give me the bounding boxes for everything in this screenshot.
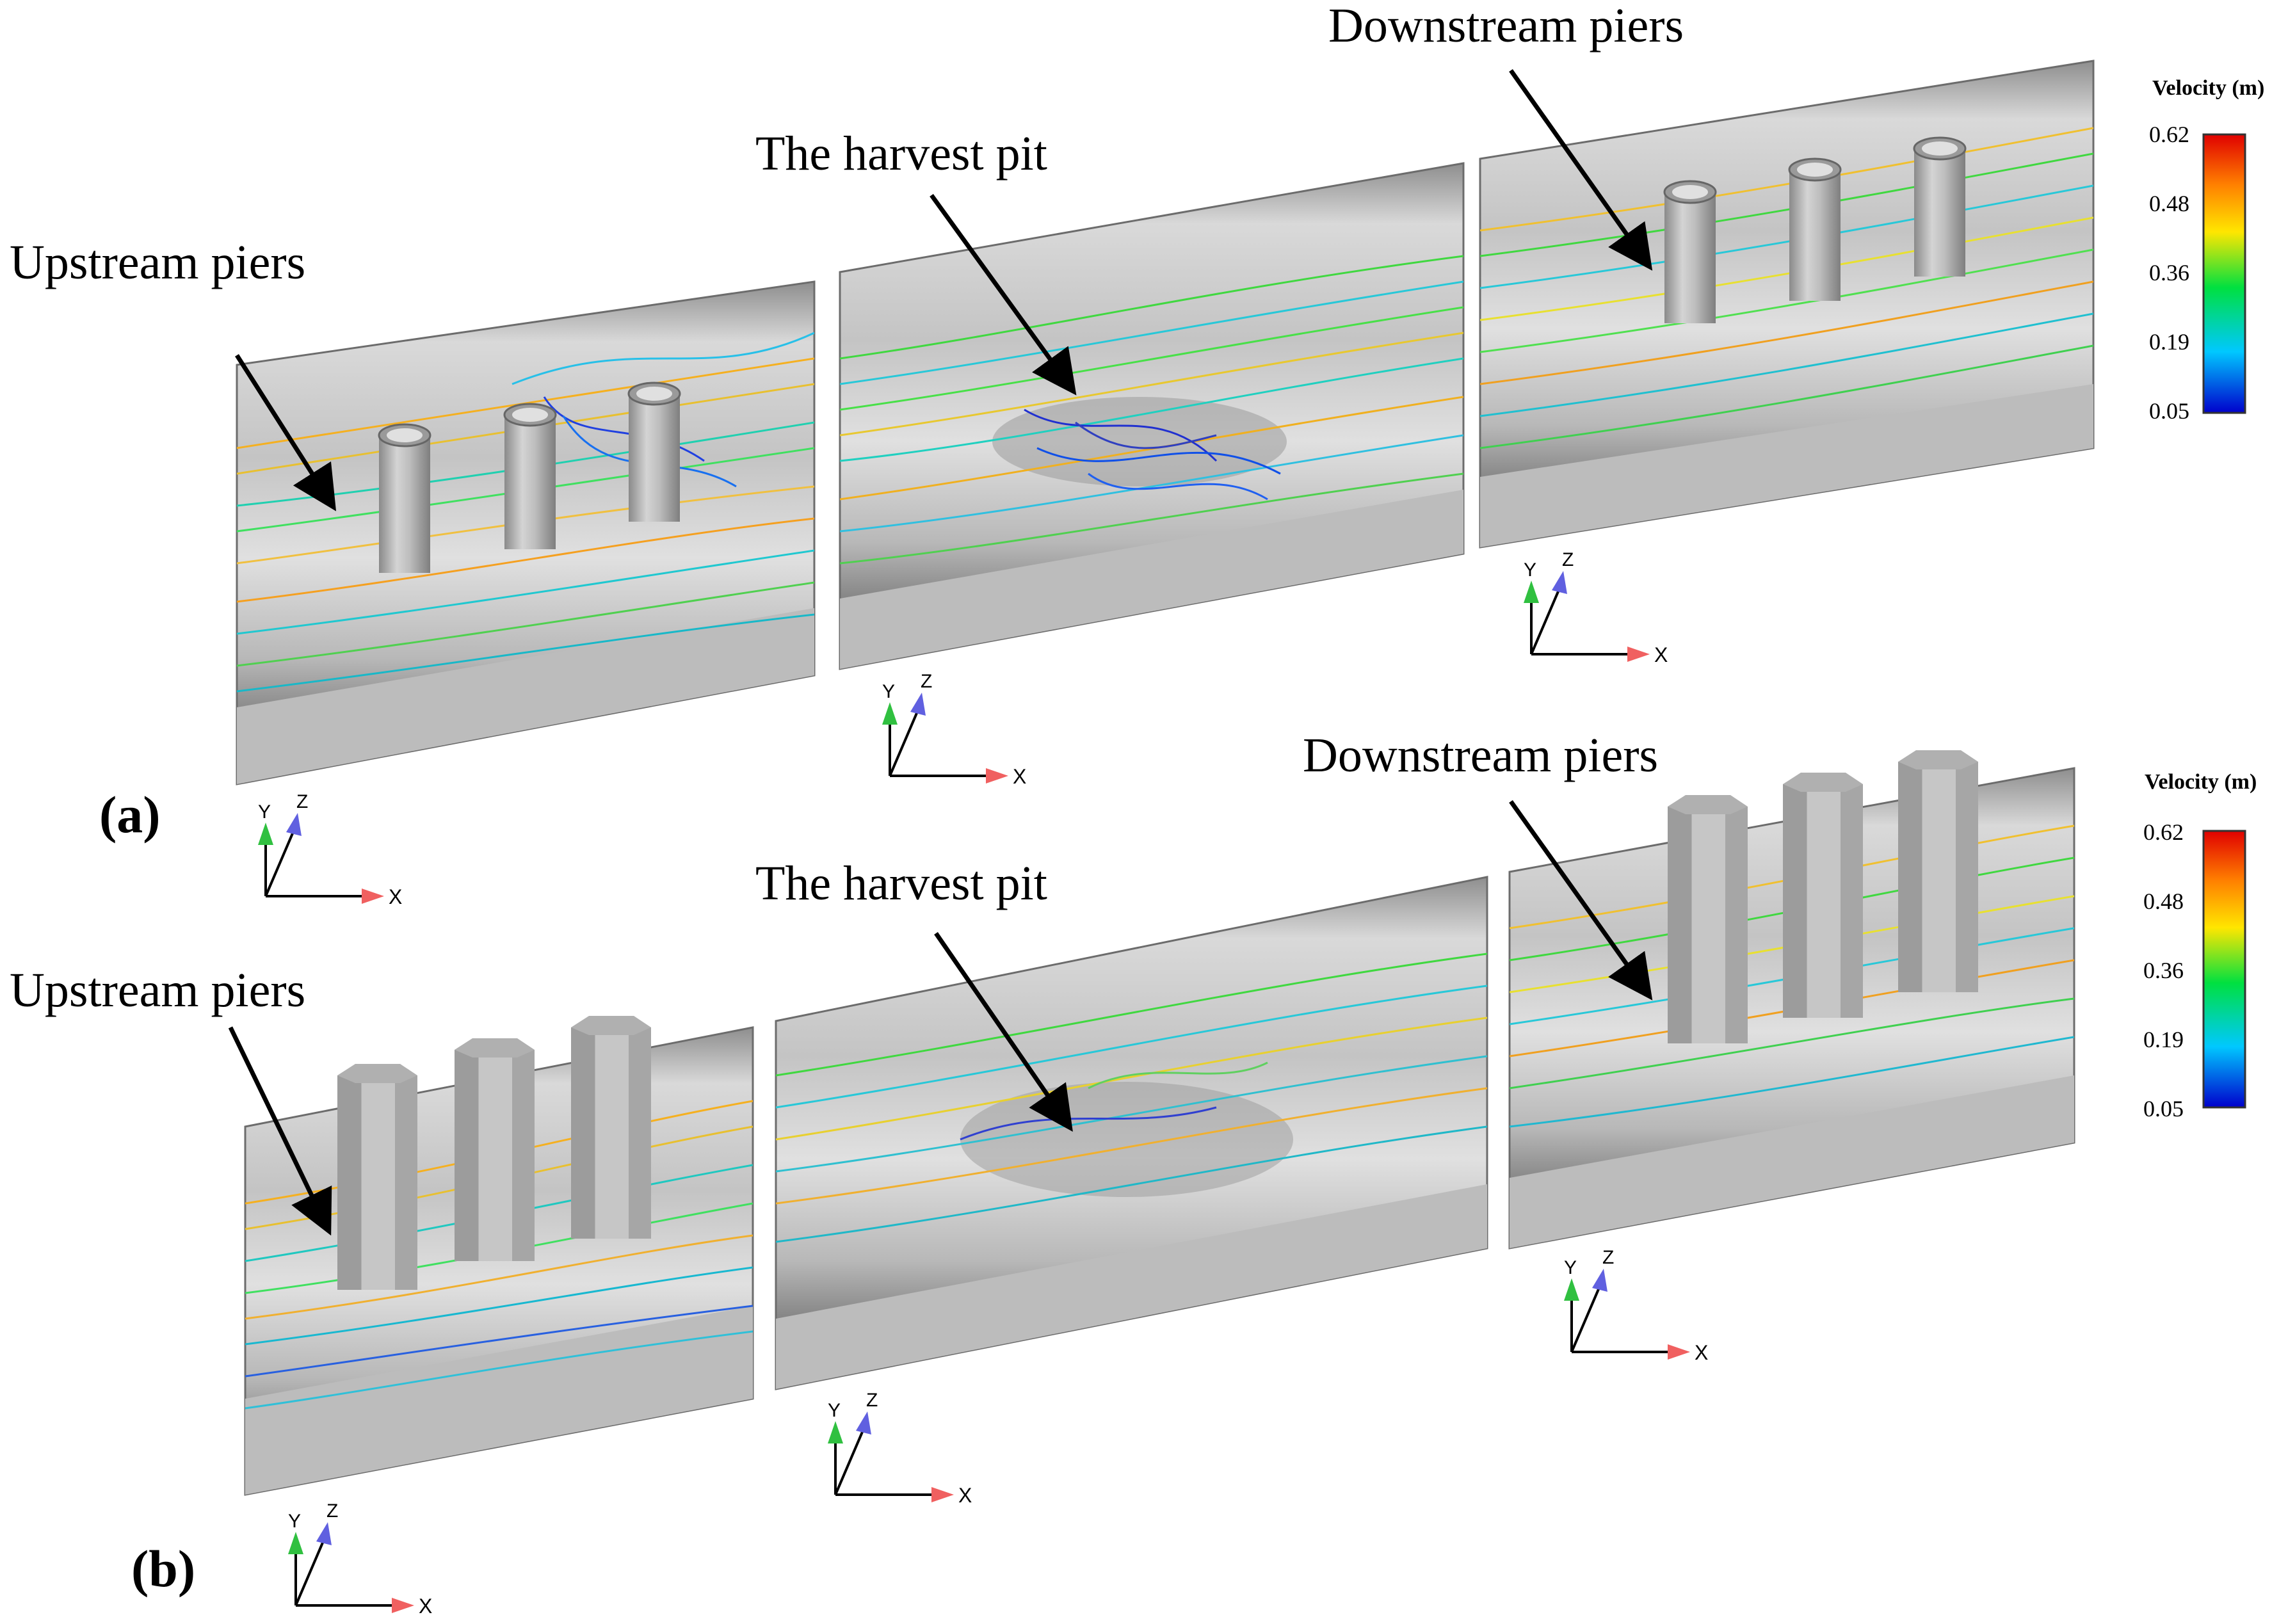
pier-top <box>1898 750 1978 769</box>
panel-a: Upstream piers The harvest pit Downstrea… <box>10 0 2264 908</box>
label-harvest-pit: The harvest pit <box>755 856 1047 910</box>
streamlines <box>776 953 1487 1243</box>
axis-label-x: X <box>389 885 402 908</box>
axis-label-x: X <box>1654 643 1668 666</box>
channel-side-wall <box>1480 384 2093 547</box>
axis-triad: X Y Z <box>258 791 402 908</box>
pier <box>455 1050 535 1261</box>
axis-triad: X Y Z <box>828 1390 972 1507</box>
arrow-upstream <box>235 354 337 511</box>
axis-triad: X Y Z <box>882 671 1026 788</box>
z-axis-arrow <box>286 813 302 836</box>
arrow-downstream <box>1509 800 1653 1001</box>
pier <box>571 1027 651 1239</box>
panel-b-downstream-segment <box>1508 750 2075 1250</box>
pier <box>1783 784 1863 1018</box>
legend-tick: 0.48 <box>2143 888 2184 914</box>
axis-label-x: X <box>1695 1341 1708 1364</box>
legend-tick: 0.62 <box>2143 819 2184 845</box>
axis-label-y: Y <box>288 1511 301 1532</box>
panel-a-upstream-segment <box>236 280 816 785</box>
axis-label-x: X <box>958 1484 972 1507</box>
axis-label-y: Y <box>828 1400 841 1421</box>
axis-label-z: Z <box>1562 549 1574 570</box>
pier <box>1914 149 1965 277</box>
axis-triad: X Y Z <box>1564 1247 1708 1364</box>
pier-top <box>571 1016 651 1035</box>
arrow-harvest-pit <box>934 932 1073 1132</box>
arrow-harvest-pit <box>930 193 1077 396</box>
pier-top <box>455 1038 535 1057</box>
streamlines <box>840 255 1463 565</box>
axis-label-y: Y <box>258 801 271 823</box>
panel-letter-b: (b) <box>131 1540 195 1598</box>
pier <box>379 435 430 573</box>
panel-b-upstream-segment <box>244 1016 754 1496</box>
pier <box>629 394 680 522</box>
legend-tick: 0.19 <box>2149 329 2189 355</box>
axis-label-z: Z <box>921 671 932 692</box>
pier-top <box>1668 795 1748 814</box>
legend-title: Velocity (m) <box>2145 770 2257 794</box>
axis-label-z: Z <box>326 1500 338 1522</box>
label-upstream-piers: Upstream piers <box>10 236 305 289</box>
channel-side-wall <box>237 608 814 784</box>
legend-colorbar <box>2202 830 2246 1109</box>
legend-tick: 0.05 <box>2143 1096 2184 1122</box>
legend-title: Velocity (m) <box>2152 76 2264 100</box>
channel-side-wall <box>840 490 1463 669</box>
pier-group-octagonal <box>1668 750 1978 1043</box>
axis-triad: X Y Z <box>1524 549 1668 666</box>
pier-group-cylinder <box>378 382 681 573</box>
label-harvest-pit: The harvest pit <box>755 127 1047 181</box>
axis-label-z: Z <box>296 791 308 812</box>
legend-tick: 0.05 <box>2149 398 2189 424</box>
y-axis-arrow <box>258 823 273 845</box>
pier-top <box>337 1064 417 1083</box>
pier <box>1789 170 1841 301</box>
channel-side-wall <box>245 1306 753 1495</box>
legend-colorbar <box>2202 133 2246 414</box>
legend-tick: 0.19 <box>2143 1027 2184 1052</box>
axis-label-x: X <box>1013 765 1026 788</box>
velocity-legend: Velocity (m) 0.62 0.48 0.36 0.19 0.05 <box>2143 770 2257 1122</box>
panel-b: Upstream piers The harvest pit Downstrea… <box>10 728 2257 1618</box>
axis-label-z: Z <box>1602 1247 1614 1268</box>
x-axis-arrow <box>362 888 384 904</box>
axis-label-y: Y <box>882 681 895 702</box>
pier-top <box>1783 773 1863 792</box>
arrow-downstream <box>1509 68 1653 271</box>
pier <box>337 1075 417 1290</box>
pier-group-cylinder <box>1663 136 1967 323</box>
legend-tick: 0.36 <box>2143 958 2184 983</box>
axis-label-x: X <box>419 1595 432 1618</box>
label-upstream-piers: Upstream piers <box>10 963 305 1017</box>
legend-tick: 0.48 <box>2149 191 2189 216</box>
pier <box>1668 807 1748 1043</box>
axis-label-z: Z <box>866 1390 878 1411</box>
panel-a-pit-segment <box>839 162 1465 670</box>
axis-label-y: Y <box>1524 559 1536 581</box>
harvest-pit-depression <box>992 397 1287 486</box>
velocity-legend: Velocity (m) 0.62 0.48 0.36 0.19 0.05 <box>2149 76 2264 424</box>
legend-tick: 0.62 <box>2149 122 2189 147</box>
pier <box>1664 192 1716 323</box>
channel-side-wall <box>1510 1075 2074 1248</box>
pier <box>504 415 556 549</box>
label-downstream-piers: Downstream piers <box>1303 728 1658 782</box>
channel-side-wall <box>776 1184 1487 1389</box>
panel-a-downstream-segment <box>1479 60 2095 549</box>
pier-group-octagonal <box>337 1016 651 1290</box>
legend-tick: 0.36 <box>2149 260 2189 285</box>
panel-letter-a: (a) <box>99 785 161 844</box>
label-downstream-piers: Downstream piers <box>1328 0 1684 52</box>
pier <box>1898 762 1978 992</box>
axis-label-y: Y <box>1564 1257 1577 1278</box>
panel-b-pit-segment <box>775 876 1488 1390</box>
arrow-upstream <box>228 1026 332 1236</box>
axis-triad: X Y Z <box>288 1500 432 1618</box>
